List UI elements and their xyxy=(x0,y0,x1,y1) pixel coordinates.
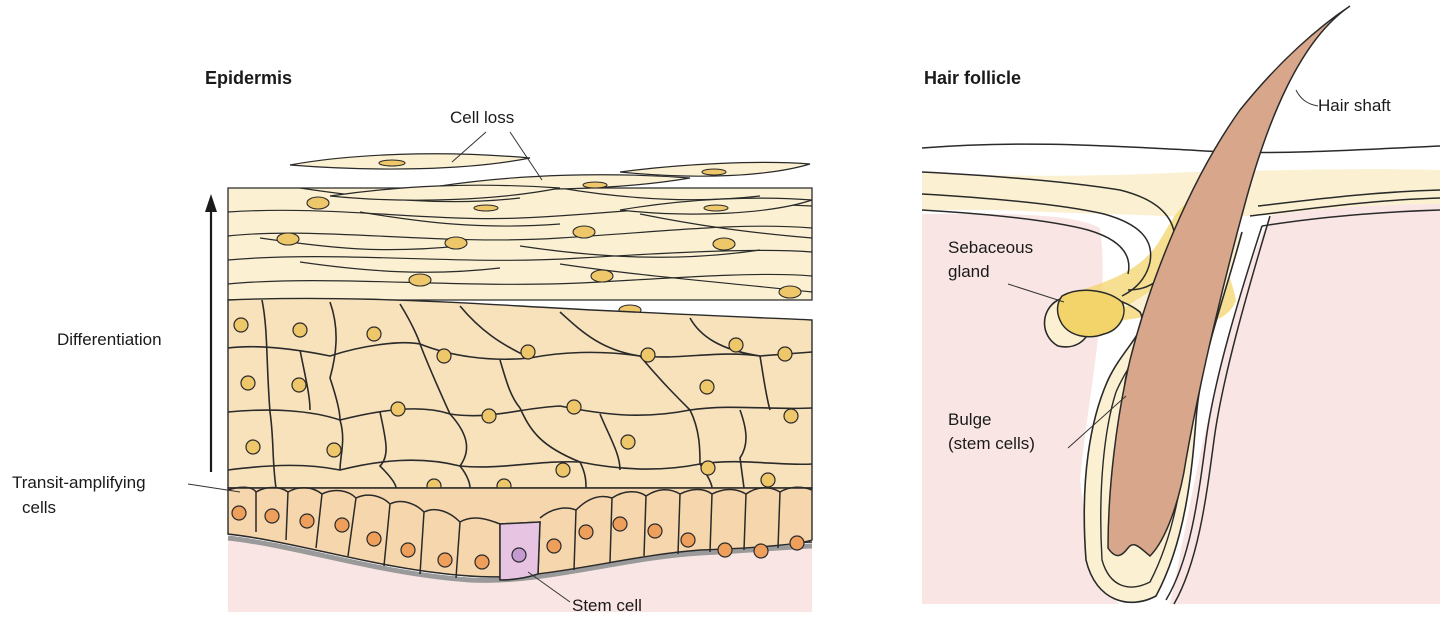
hair-shaft-label: Hair shaft xyxy=(1318,96,1391,116)
epidermis-illustration xyxy=(188,132,812,612)
hair-follicle-title: Hair follicle xyxy=(924,68,1021,88)
sebaceous-label-line1: Sebaceous xyxy=(948,238,1033,258)
cell-loss-label: Cell loss xyxy=(450,108,514,128)
sebaceous-gland xyxy=(1058,290,1124,336)
sebaceous-label-line2: gland xyxy=(948,262,990,282)
stem-cell-nucleus xyxy=(512,548,526,562)
differentiation-arrow-head xyxy=(205,194,217,212)
bulge-label-line1: Bulge xyxy=(948,410,991,430)
stem-cell-label: Stem cell xyxy=(572,596,642,616)
differentiation-label: Differentiation xyxy=(57,330,162,350)
spinous-layer xyxy=(228,298,812,488)
transit-amplifying-label-line2: cells xyxy=(22,498,56,518)
transit-amplifying-label-line1: Transit-amplifying xyxy=(12,473,146,493)
bulge-label-line2: (stem cells) xyxy=(948,434,1035,454)
epidermis-title: Epidermis xyxy=(205,68,292,88)
